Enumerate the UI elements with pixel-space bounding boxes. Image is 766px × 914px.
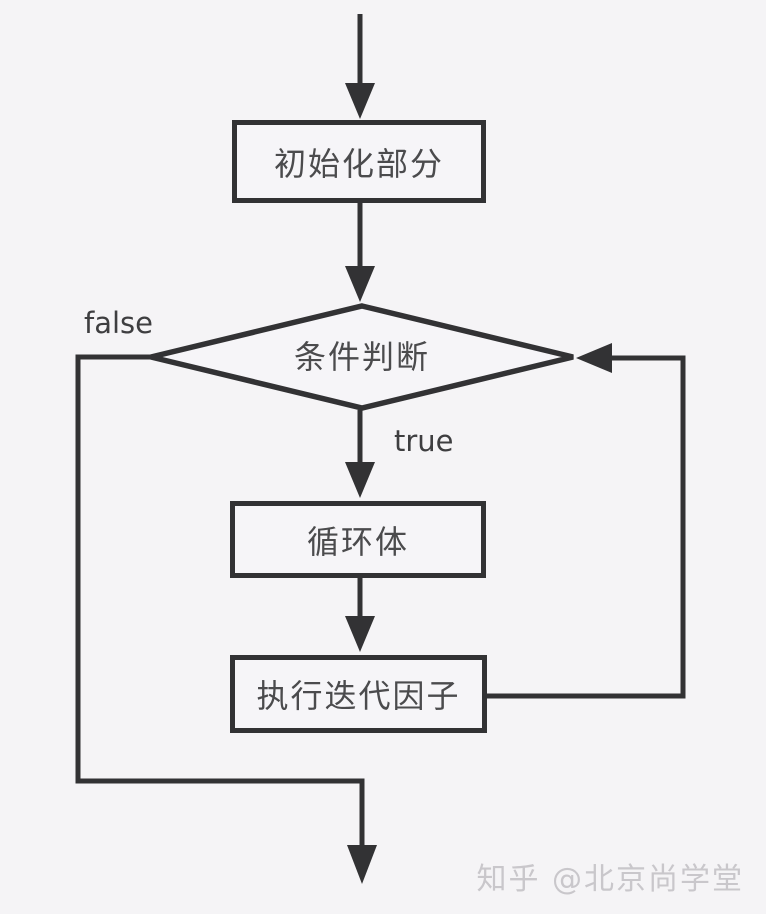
watermark: 知乎 @北京尚学堂 (476, 862, 744, 897)
condition-diamond (150, 303, 574, 411)
node-init-label: 初始化部分 (273, 144, 444, 183)
arrowhead-down-icon (345, 462, 375, 498)
node-condition-label: 条件判断 (293, 338, 430, 376)
edge-start-to-init (345, 14, 375, 119)
arrowhead-left-icon (576, 343, 612, 373)
edge-condition-to-exit (75, 354, 377, 884)
edge-loop-body-to-iteration (345, 578, 375, 652)
node-loop-body-label: 循环体 (306, 522, 409, 561)
node-iteration: 执行迭代因子 (230, 655, 487, 733)
edge-iteration-to-condition (487, 343, 686, 699)
edge-label-false: false (84, 306, 153, 340)
arrowhead-down-icon (345, 616, 375, 652)
node-loop-body: 循环体 (230, 501, 486, 578)
edge-condition-to-loop-body (345, 410, 375, 498)
node-init: 初始化部分 (232, 120, 486, 203)
edge-label-true: true (394, 424, 454, 458)
node-iteration-label: 执行迭代因子 (256, 677, 461, 715)
edge-init-to-condition (345, 203, 375, 302)
arrowhead-down-icon (347, 845, 377, 884)
arrowhead-down-icon (345, 83, 375, 119)
arrowhead-down-icon (345, 266, 375, 302)
